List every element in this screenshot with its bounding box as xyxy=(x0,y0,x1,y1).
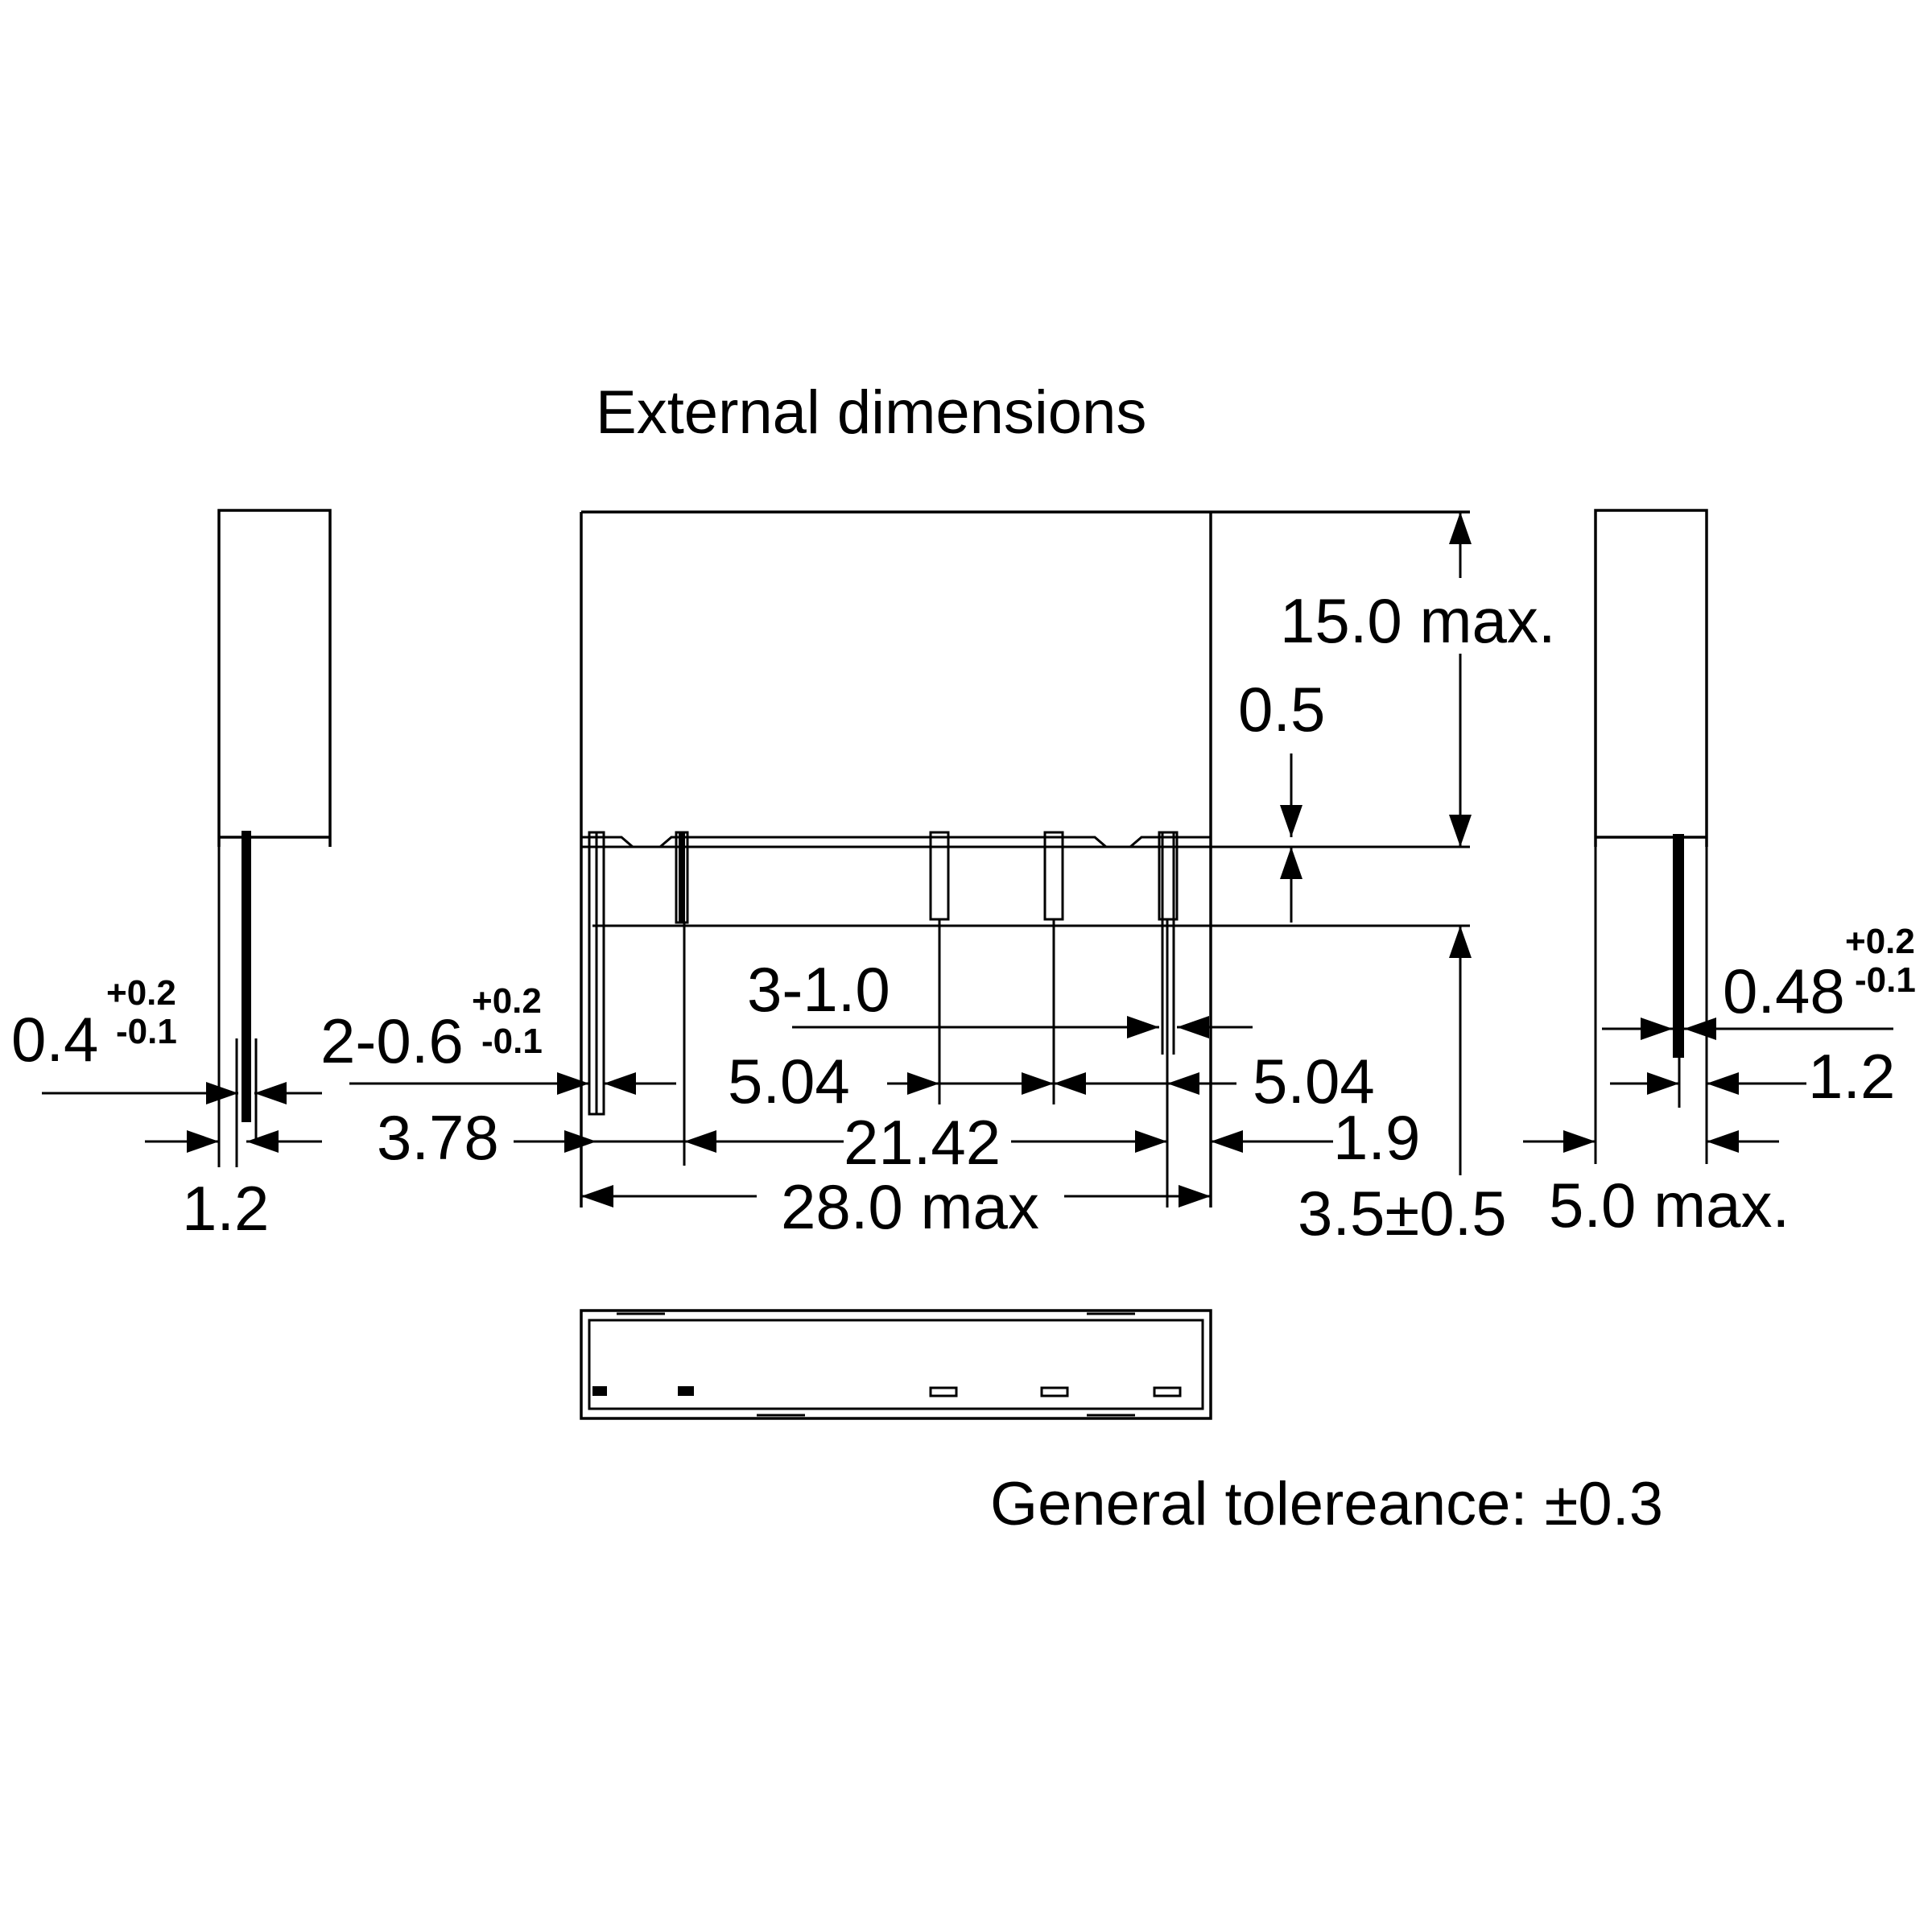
dim-height: 15.0 max. xyxy=(1280,585,1556,656)
bottom-pad-5 xyxy=(1153,1386,1182,1397)
dim-pitch-b: 5.04 xyxy=(1253,1046,1375,1117)
arrow-head xyxy=(1707,1072,1739,1095)
arrow-head xyxy=(1167,1072,1199,1095)
bottom-pad-3 xyxy=(929,1386,958,1397)
arrow-head xyxy=(564,1130,597,1153)
arrow-head xyxy=(557,1072,589,1095)
front-pin-2-fill xyxy=(679,832,685,923)
front-pin-4 xyxy=(1043,831,1064,921)
arrow-head xyxy=(1280,805,1302,837)
bottom-pad-1 xyxy=(592,1386,607,1396)
left-side-view: 0.4 +0.2 -0.1 1.2 xyxy=(11,509,332,1244)
dim-pin-width-three: 3-1.0 xyxy=(747,954,890,1025)
arrow-head xyxy=(1054,1072,1086,1095)
arrow-head xyxy=(1449,926,1472,958)
front-pin-3 xyxy=(929,831,950,921)
dim-length: 28.0 max xyxy=(781,1171,1039,1242)
arrow-head xyxy=(206,1082,238,1104)
right-pin xyxy=(1673,834,1684,1058)
arrow-head xyxy=(1135,1130,1167,1153)
arrow-head xyxy=(187,1130,219,1153)
arrow-head xyxy=(1707,1130,1739,1153)
bottom-pad-2 xyxy=(678,1386,694,1396)
dim-standoff: 0.5 xyxy=(1238,674,1325,745)
bottom-body-outer xyxy=(580,1309,1212,1420)
arrow-head xyxy=(246,1130,279,1153)
dim-span: 21.42 xyxy=(844,1107,1001,1178)
dim-left-pitch: 1.2 xyxy=(182,1173,269,1244)
left-pin xyxy=(242,831,251,1122)
tolerance-note: General tolereance: ±0.3 xyxy=(990,1470,1663,1538)
arrow-head xyxy=(1684,1018,1716,1040)
dim-offset-right: 1.9 xyxy=(1333,1102,1420,1173)
dim-front-pin-tol-minus: -0.1 xyxy=(481,1022,543,1061)
dim-left-pin-tol-minus: -0.1 xyxy=(116,1012,177,1051)
right-side-view: 0.48 +0.2 -0.1 1.2 5.0 max. xyxy=(1523,509,1916,1241)
arrow-head xyxy=(1449,512,1472,544)
dim-width: 5.0 max. xyxy=(1549,1170,1790,1241)
arrow-head xyxy=(1127,1016,1159,1038)
bottom-pad-4 xyxy=(1040,1386,1069,1397)
front-view: 3-1.0 2-0.6 +0.2 -0.1 5.04 5.04 3.78 21.… xyxy=(320,510,1556,1249)
dim-front-pin-tol-plus: +0.2 xyxy=(472,981,542,1021)
bottom-body-inner xyxy=(588,1319,1204,1410)
arrow-head xyxy=(684,1130,716,1153)
arrow-head xyxy=(581,1185,613,1208)
arrow-head xyxy=(254,1082,287,1104)
right-body-outline xyxy=(1594,509,1708,847)
dim-pin-length: 3.5±0.5 xyxy=(1298,1178,1507,1249)
dim-right-pin-width: 0.48 xyxy=(1723,956,1845,1026)
drawing-title: External dimensions xyxy=(596,378,1146,447)
dim-right-pin-tol-plus: +0.2 xyxy=(1845,922,1915,961)
arrow-head xyxy=(1449,815,1472,847)
dim-front-pin-width: 2-0.6 xyxy=(320,1005,464,1076)
arrow-head xyxy=(604,1072,636,1095)
arrow-head xyxy=(1641,1018,1673,1040)
arrow-head xyxy=(1280,847,1302,879)
dim-offset-left: 3.78 xyxy=(377,1102,499,1173)
dim-right-pin-tol-minus: -0.1 xyxy=(1855,960,1916,1000)
arrow-head xyxy=(1211,1130,1243,1153)
front-base-profile xyxy=(581,836,1211,848)
dim-left-pin-width: 0.4 xyxy=(11,1004,98,1075)
arrow-head xyxy=(1022,1072,1054,1095)
dim-pitch-a: 5.04 xyxy=(728,1046,850,1117)
arrow-head xyxy=(1563,1130,1596,1153)
arrow-head xyxy=(1179,1185,1211,1208)
dim-left-pin-tol-plus: +0.2 xyxy=(106,973,176,1013)
dim-right-pitch: 1.2 xyxy=(1808,1041,1895,1112)
bottom-view xyxy=(580,1309,1212,1420)
left-body-outline xyxy=(217,509,332,847)
arrow-head xyxy=(907,1072,939,1095)
arrow-head xyxy=(1647,1072,1679,1095)
arrow-head xyxy=(1177,1016,1209,1038)
